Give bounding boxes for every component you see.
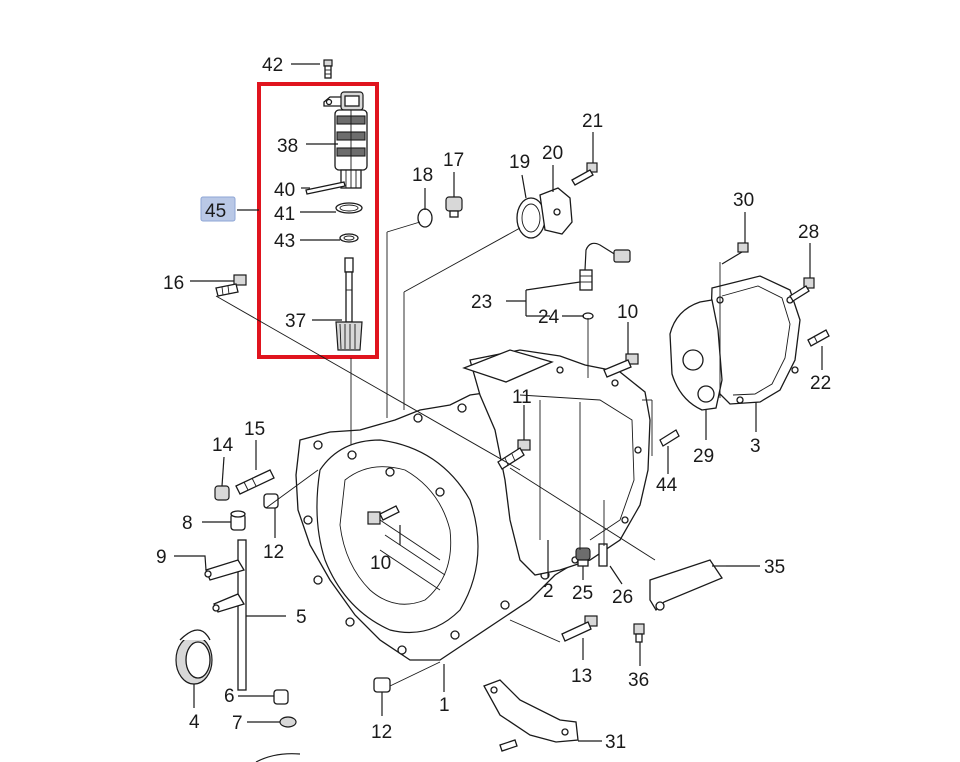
release-bearing-4 — [175, 629, 213, 685]
label-31: 31 — [605, 732, 626, 753]
label-23: 23 — [471, 292, 492, 313]
speed-sensor-assembly — [305, 59, 368, 351]
label-25: 25 — [572, 583, 593, 604]
label-29: 29 — [693, 446, 714, 467]
nut-14 — [214, 485, 230, 501]
pin-40 — [305, 181, 346, 195]
label-42: 42 — [262, 55, 283, 76]
label-18: 18 — [412, 165, 433, 186]
bolt-28 — [789, 277, 815, 302]
bolt-26 — [598, 543, 608, 567]
stud-22 — [807, 329, 830, 347]
label-35: 35 — [764, 557, 785, 578]
label-26: 26 — [612, 587, 633, 608]
dowel-12-lower — [373, 677, 391, 693]
bracket-35 — [649, 559, 726, 612]
stud-44 — [659, 429, 680, 447]
gear-case-2 — [462, 349, 651, 576]
label-12-lower: 12 — [371, 722, 392, 743]
washer-18 — [417, 208, 433, 228]
label-43: 43 — [274, 231, 295, 252]
label-37: 37 — [285, 311, 306, 332]
cover-20 — [539, 187, 573, 235]
label-1: 1 — [439, 695, 450, 716]
sensor-23 — [579, 242, 631, 291]
leader-lines — [174, 132, 823, 742]
label-28: 28 — [798, 222, 819, 243]
stud-15 — [235, 469, 275, 495]
label-2: 2 — [543, 581, 554, 602]
bracket-31 — [483, 679, 579, 752]
bolt-13 — [561, 615, 598, 642]
label-7: 7 — [232, 713, 243, 734]
label-10-lower: 10 — [370, 553, 391, 574]
bush-6 — [273, 689, 289, 705]
label-15: 15 — [244, 419, 265, 440]
bolt-36 — [633, 623, 645, 643]
label-14: 14 — [212, 435, 234, 456]
label-22: 22 — [810, 373, 831, 394]
label-4: 4 — [189, 712, 200, 733]
label-40: 40 — [274, 180, 295, 201]
washer-43 — [339, 233, 359, 243]
label-13: 13 — [571, 666, 592, 687]
partial-part-bottom — [255, 753, 301, 762]
bolt-10-lower — [367, 505, 400, 525]
bolt-16 — [215, 274, 247, 297]
leader-lines-box — [237, 63, 342, 321]
callout-box — [257, 82, 379, 359]
label-10-top: 10 — [617, 302, 638, 323]
label-17: 17 — [443, 150, 464, 171]
highlight-45-bg — [200, 196, 236, 222]
bolt-42 — [323, 59, 333, 79]
part-labels: 42 38 40 45 41 43 37 16 18 17 19 20 21 2… — [156, 55, 831, 753]
label-12-upper: 12 — [263, 542, 284, 563]
label-16: 16 — [163, 273, 184, 294]
label-44: 44 — [656, 475, 678, 496]
dowel-12-upper — [263, 493, 279, 509]
label-20: 20 — [542, 143, 563, 164]
label-30: 30 — [733, 190, 754, 211]
bush-8 — [230, 510, 246, 531]
bolt-21 — [571, 162, 598, 186]
label-24: 24 — [538, 307, 560, 328]
label-5: 5 — [296, 607, 307, 628]
bolt-30 — [721, 242, 749, 265]
label-6: 6 — [224, 686, 235, 707]
label-36: 36 — [628, 670, 649, 691]
driven-gear-37 — [335, 257, 363, 351]
bolt-10-top — [603, 353, 639, 378]
label-9: 9 — [156, 547, 167, 568]
label-21: 21 — [582, 111, 603, 132]
label-11: 11 — [512, 387, 532, 408]
label-41: 41 — [274, 204, 295, 225]
gasket-29 — [669, 299, 723, 411]
plug-17 — [445, 196, 463, 218]
end-cover-3 — [709, 275, 801, 405]
label-19: 19 — [509, 152, 530, 173]
clip-7 — [279, 716, 297, 728]
spring-clip-9 — [192, 555, 207, 571]
plug-25 — [575, 547, 591, 567]
label-8: 8 — [182, 513, 193, 534]
release-fork-5 — [204, 539, 247, 691]
label-3: 3 — [750, 436, 761, 457]
label-45: 45 — [205, 201, 226, 222]
label-38: 38 — [277, 136, 298, 157]
sensor-housing-38 — [323, 91, 368, 189]
